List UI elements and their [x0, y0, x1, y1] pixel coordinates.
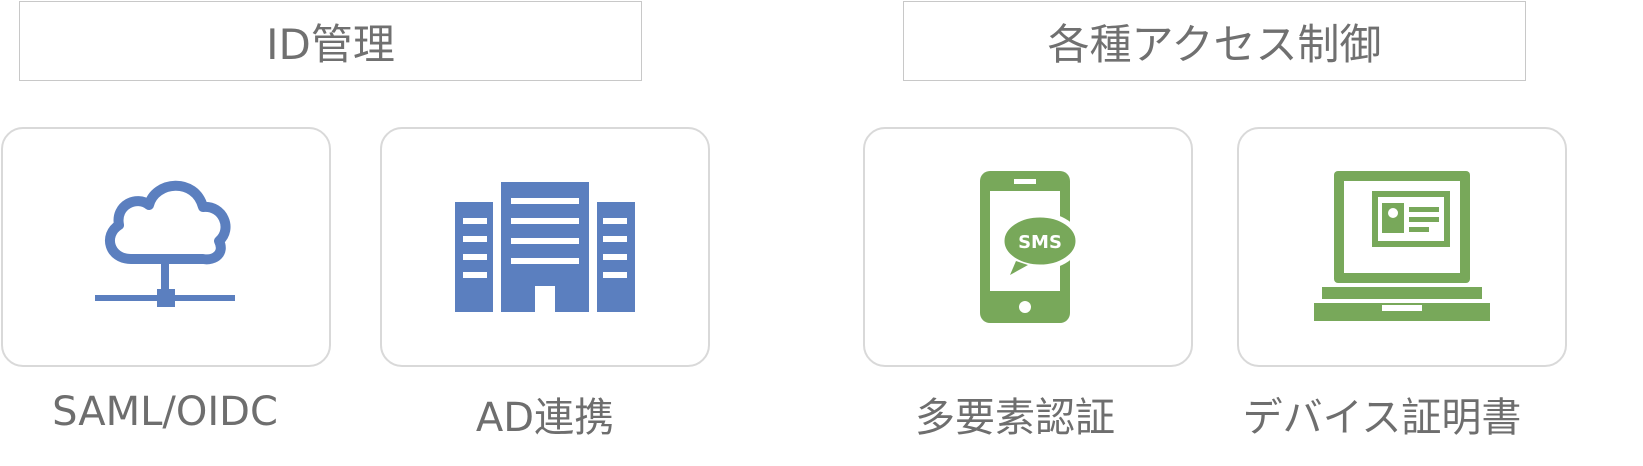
- item-label-device-certificate: デバイス証明書: [1242, 395, 1522, 441]
- card-ad-integration: [380, 127, 710, 367]
- sms-badge: SMS: [1018, 232, 1062, 253]
- group-title: 各種アクセス制御: [1047, 19, 1382, 69]
- building-icon: [455, 182, 635, 312]
- group-header-access-control: 各種アクセス制御: [903, 1, 1526, 81]
- card-multi-factor-auth: SMS: [863, 127, 1193, 367]
- laptop-certificate-icon: [1314, 171, 1490, 321]
- card-device-certificate: [1237, 127, 1567, 367]
- group-header-id-management: ID管理: [19, 1, 642, 81]
- item-label-saml-oidc: SAML/OIDC: [52, 389, 278, 435]
- card-saml-oidc: [1, 127, 331, 367]
- item-label-multi-factor-auth: 多要素認証: [915, 395, 1115, 441]
- item-label-ad-integration: AD連携: [475, 395, 615, 441]
- cloud-network-icon: [95, 180, 235, 307]
- group-title: ID管理: [266, 19, 395, 69]
- smartphone-sms-icon: SMS: [980, 171, 1081, 323]
